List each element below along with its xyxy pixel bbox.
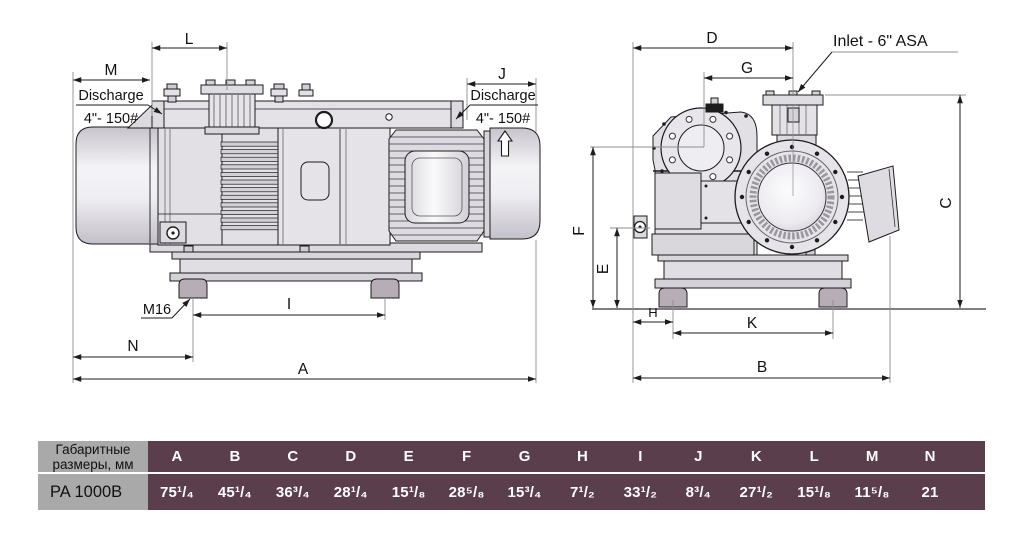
technical-drawing: L M J N I A Discharge 4"- 150# Discharge…	[72, 30, 986, 383]
motor-window	[404, 150, 470, 224]
dimensions-table: Габаритные размеры, мм A B C D E F G H I…	[38, 441, 985, 510]
value-E: 15¹/₈	[379, 474, 438, 510]
right-dimension-lines	[590, 45, 963, 381]
dim-label-H: H	[648, 305, 657, 320]
value-B: 45¹/₄	[205, 474, 264, 510]
inlet-flange-plate	[762, 94, 824, 106]
left-view-drawing: L M J N I A Discharge 4"- 150# Discharge…	[72, 31, 541, 383]
value-J: 8³/₄	[669, 474, 728, 510]
rotation-arrow-icon	[496, 130, 514, 157]
table-corner-header: Габаритные размеры, мм	[38, 441, 148, 472]
dim-label-B: B	[757, 359, 767, 376]
access-plate	[300, 161, 330, 201]
col-header-H: H	[553, 441, 612, 472]
col-header-D: D	[321, 441, 380, 472]
inlet-label: Inlet - 6" ASA	[833, 33, 928, 50]
value-A: 75¹/₄	[148, 474, 206, 510]
header-filler	[958, 441, 985, 472]
dim-label-I: I	[287, 296, 291, 313]
discharge-left-label-line1: Discharge	[78, 88, 143, 104]
tilted-plate	[857, 165, 900, 243]
pedestal-body	[663, 260, 843, 280]
right-machine-body	[633, 90, 900, 308]
discharge-left-label-line2: 4"- 150#	[84, 111, 138, 127]
dim-label-A: A	[298, 361, 309, 378]
pedestal-body	[179, 258, 413, 274]
left-machine-body	[75, 79, 541, 299]
dim-label-F: F	[571, 226, 588, 235]
right-view-drawing: D G Inlet - 6" ASA C F E H K B	[571, 30, 986, 383]
col-header-G: G	[495, 441, 554, 472]
pedestal-bottom	[169, 272, 423, 282]
value-G: 15³/₄	[495, 474, 554, 510]
pedestal-top	[657, 254, 849, 262]
dim-label-J: J	[498, 66, 506, 83]
right-extension-lines	[590, 42, 966, 383]
left-leader-lines	[76, 104, 538, 319]
relief-valve-right	[270, 83, 288, 103]
m16-label: M16	[143, 302, 171, 318]
col-header-L: L	[785, 441, 844, 472]
col-header-B: B	[205, 441, 264, 472]
foot-right	[818, 287, 848, 308]
col-header-E: E	[379, 441, 438, 472]
inlet-leader	[797, 51, 958, 93]
dim-label-K: K	[747, 315, 758, 332]
col-header-M: M	[843, 441, 902, 472]
foot-left	[178, 278, 208, 299]
gear-housing-side	[277, 127, 391, 246]
dim-label-G: G	[741, 60, 753, 77]
value-H: 7¹/₂	[553, 474, 612, 510]
col-header-K: K	[727, 441, 786, 472]
col-header-A: A	[148, 441, 206, 472]
value-I: 33¹/₂	[611, 474, 670, 510]
col-header-N: N	[901, 441, 959, 472]
bearing-ring	[749, 154, 835, 240]
foot-right	[370, 278, 400, 299]
value-C: 36³/₄	[263, 474, 322, 510]
col-header-I: I	[611, 441, 670, 472]
lifting-hole	[314, 110, 334, 130]
value-K: 27¹/₂	[727, 474, 786, 510]
col-header-C: C	[263, 441, 322, 472]
left-dimension-lines	[73, 45, 536, 382]
dim-label-L: L	[185, 31, 194, 48]
col-header-J: J	[669, 441, 728, 472]
table-corner-line1: Габаритные	[55, 441, 131, 457]
relief-valve-left	[163, 83, 181, 103]
sump-panel	[654, 172, 702, 230]
top-rail	[151, 100, 464, 129]
model-row-label: PA 1000B	[38, 474, 148, 510]
value-L: 15¹/₈	[785, 474, 844, 510]
foot-left	[658, 287, 688, 308]
table-corner-line2: размеры, мм	[52, 456, 134, 472]
oil-separator-cylinder	[75, 126, 159, 245]
pump-face-center	[757, 162, 827, 232]
pedestal-bottom	[654, 278, 852, 289]
pedestal-top	[171, 251, 421, 260]
col-header-F: F	[437, 441, 496, 472]
value-N: 21	[901, 474, 959, 510]
discharge-right-label-line1: Discharge	[470, 88, 535, 104]
value-M: 11⁵/₈	[843, 474, 902, 510]
value-F: 28⁵/₈	[437, 474, 496, 510]
dim-label-E: E	[595, 264, 612, 274]
discharge-right-label-line2: 4"- 150#	[476, 111, 530, 127]
dim-label-M: M	[105, 62, 118, 79]
discharge-flange-plate	[200, 84, 264, 95]
motor-end-cap	[489, 127, 541, 240]
gearbox-vent-plug	[705, 103, 724, 113]
oil-fill-plug	[298, 83, 314, 97]
value-filler	[958, 474, 985, 510]
value-D: 28¹/₄	[321, 474, 380, 510]
left-extension-lines	[72, 42, 537, 383]
dim-label-D: D	[706, 30, 717, 47]
dim-label-C: C	[938, 197, 955, 208]
dim-label-N: N	[127, 338, 138, 355]
